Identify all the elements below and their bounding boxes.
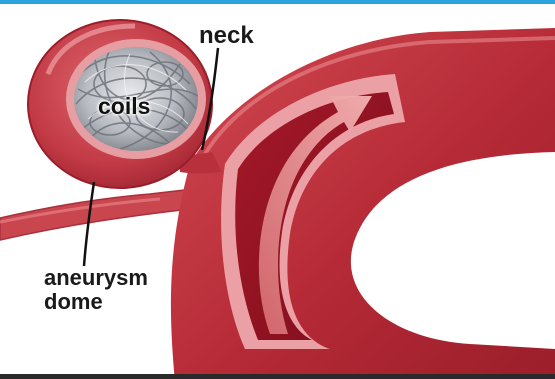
aneurysm-illustration — [0, 4, 555, 379]
aneurysm-dome-label-line1: aneurysm — [44, 266, 148, 290]
coils-label: coils — [98, 95, 150, 118]
branch-vessel — [0, 190, 190, 240]
aneurysm-dome-label-line2: dome — [44, 290, 148, 314]
bottom-border — [0, 374, 555, 379]
aneurysm-dome-label: aneurysm dome — [44, 266, 148, 314]
neck-label: neck — [199, 24, 254, 48]
